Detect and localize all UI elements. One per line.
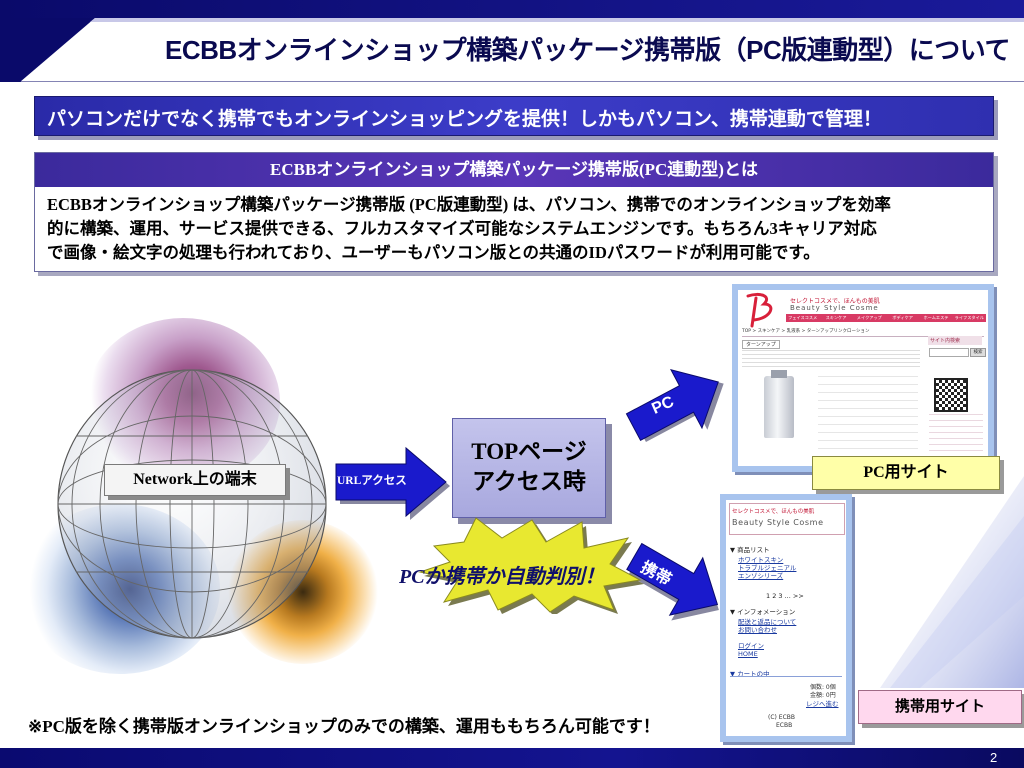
mobile-list-item[interactable]: エンゾシリーズ xyxy=(738,572,784,580)
top-page-line-2: アクセス時 xyxy=(472,469,586,494)
about-description: ECBBオンラインショップ構築パッケージ携帯版 (PC版連動型) は、パソコン、… xyxy=(47,193,983,265)
auto-detect-starburst xyxy=(418,517,644,614)
network-terminal-label: Network上の端末 xyxy=(104,464,286,496)
product-bottle-cap-icon xyxy=(771,370,787,378)
mobile-header xyxy=(729,503,845,535)
top-page-line-1: TOPページ xyxy=(471,439,587,464)
footer-band xyxy=(0,748,1024,768)
footnote: ※PC版を除く携帯版オンラインショップのみでの構築、運用ももちろん可能です！ xyxy=(28,717,660,736)
pc-nav-item[interactable]: ライフスタイル xyxy=(954,315,984,320)
mobile-arrow xyxy=(626,542,719,621)
pc-arrow xyxy=(625,368,724,442)
network-globe xyxy=(57,369,327,639)
headline-text: パソコンだけでなく携帯でもオンラインショッピングを提供！しかもパソコン、携帯連動… xyxy=(47,109,882,130)
pc-search-head xyxy=(928,336,982,345)
pc-brand: Beauty Style Cosme xyxy=(790,304,879,312)
mobile-info-heading: ▼ インフォメーション xyxy=(730,608,796,616)
about-box: ECBBオンラインショップ構築パッケージ携帯版(PC連動型)とは ECBBオンラ… xyxy=(34,152,994,272)
url-access-arrow xyxy=(335,446,450,520)
pc-nav-item[interactable]: ホームエステ xyxy=(923,315,949,320)
mobile-tagline: セレクトコスメで、ほんもの美肌 xyxy=(732,509,815,515)
background-light-streaks xyxy=(880,476,1024,688)
mobile-list-item[interactable]: ホワイトスキン xyxy=(738,556,784,564)
mobile-cart-count: 個数: 0個 xyxy=(810,684,836,691)
mobile-brand: Beauty Style Cosme xyxy=(732,518,824,527)
mobile-product-list: ホワイトスキン トラブルジェニアル エンゾシリーズ xyxy=(738,556,796,580)
pc-nav-item[interactable]: ボディケア xyxy=(892,315,913,320)
brand-logo-icon xyxy=(746,292,773,328)
pc-product-intro xyxy=(742,350,920,370)
pc-nav-item[interactable]: フェイスコスメ xyxy=(788,315,818,320)
about-heading: ECBBオンラインショップ構築パッケージ携帯版(PC連動型)とは xyxy=(35,153,993,187)
mobile-pager[interactable]: 1 2 3 ... >> xyxy=(766,592,804,600)
pc-breadcrumb: TOP > スキンケア > 乳液系 > ターンアップリンクローション xyxy=(742,329,870,334)
pc-spec-table xyxy=(818,376,918,464)
mobile-site-label: 携帯用サイト xyxy=(858,690,1022,724)
page-title: ECBBオンラインショップ構築パッケージ携帯版（PC版連動型）について xyxy=(165,35,1011,65)
page-number: 2 xyxy=(990,750,998,765)
mobile-info-link[interactable]: 配送と返品について xyxy=(738,618,797,626)
pc-nav-item[interactable]: スキンケア xyxy=(825,315,847,320)
mobile-copyright-sub: ECBB xyxy=(776,722,793,729)
pc-tagline: セレクトコスメで、ほんもの美肌 xyxy=(790,298,880,305)
pc-search-heading: サイト内検索 xyxy=(930,338,961,344)
auto-detect-label: PCか携帯か自動判別！ xyxy=(399,566,605,588)
about-line-1: ECBBオンラインショップ構築パッケージ携帯版 (PC版連動型) は、パソコン、… xyxy=(47,195,891,214)
pc-divider xyxy=(742,336,984,337)
mobile-divider xyxy=(730,676,842,677)
mobile-home-link[interactable]: HOME xyxy=(738,650,758,658)
pc-nav-bar xyxy=(786,314,986,322)
mobile-login-link[interactable]: ログイン xyxy=(738,642,764,650)
mobile-member-links: ログイン HOME xyxy=(738,642,764,658)
qr-code-icon xyxy=(934,378,968,412)
pc-site-label: PC用サイト xyxy=(812,456,1000,490)
mobile-checkout-link[interactable]: レジへ進む xyxy=(806,700,839,708)
pc-nav: フェイスコスメ スキンケア メイクアップ ボディケア ホームエステ ライフスタイ… xyxy=(786,314,986,322)
pc-site-screenshot: セレクトコスメで、ほんもの美肌 Beauty Style Cosme フェイスコ… xyxy=(732,284,994,472)
url-access-label: URLアクセス xyxy=(337,475,407,487)
mobile-info-links: 配送と返品について お問い合わせ xyxy=(738,618,796,634)
mobile-product-list-heading: ▼ 商品リスト xyxy=(730,546,770,554)
about-line-2: 的に構築、運用、サービス提供できる、フルカスタマイズ可能なシステムエンジンです。… xyxy=(47,219,877,238)
pc-product-tag: ターンアップ xyxy=(742,340,780,349)
mobile-list-item[interactable]: トラブルジェニアル xyxy=(738,564,797,572)
mobile-info-link[interactable]: お問い合わせ xyxy=(738,626,777,634)
about-line-3: で画像・絵文字の処理も行われており、ユーザーもパソコン版との共通のIDパスワード… xyxy=(47,243,820,262)
mobile-site-screenshot: セレクトコスメで、ほんもの美肌 Beauty Style Cosme ▼ 商品リ… xyxy=(720,494,852,742)
mobile-cart-total: 金額: 0円 xyxy=(810,692,836,699)
mobile-copyright: (C) ECBB xyxy=(768,714,795,721)
pc-search-input[interactable] xyxy=(929,348,969,357)
pc-search-button[interactable]: 検索 xyxy=(970,348,986,357)
top-page-access-box: TOPページ アクセス時 xyxy=(452,418,606,518)
pc-nav-item[interactable]: メイクアップ xyxy=(856,315,882,320)
header-band xyxy=(0,0,1024,82)
product-bottle-icon xyxy=(764,376,794,438)
headline-banner: パソコンだけでなく携帯でもオンラインショッピングを提供！しかもパソコン、携帯連動… xyxy=(34,96,994,136)
mobile-cart-heading: ▼ カートの中 xyxy=(730,670,770,678)
